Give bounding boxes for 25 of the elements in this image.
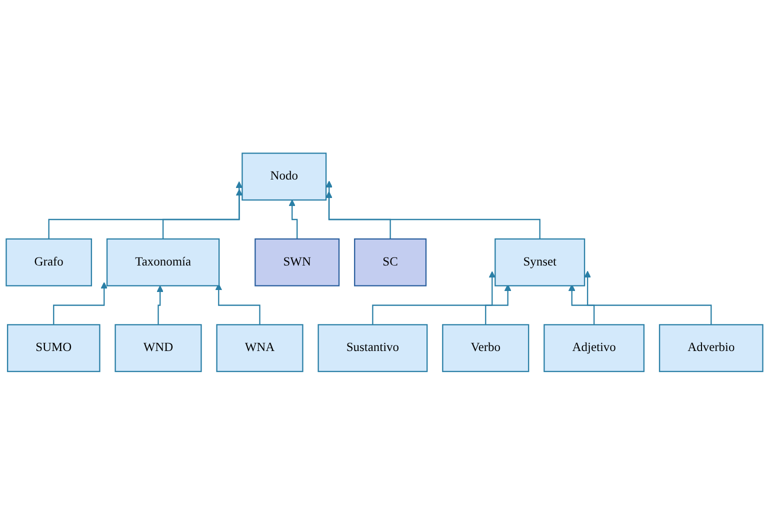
- arrow: [53, 282, 108, 326]
- node-box: SUMO: [6, 324, 100, 372]
- node-box: SC: [354, 238, 427, 286]
- arrow: [372, 271, 496, 326]
- arrow: [584, 271, 712, 326]
- arrow: [215, 284, 260, 326]
- node-box: WND: [114, 324, 202, 372]
- node-box: Verbo: [442, 324, 530, 372]
- node-box: Adjetivo: [544, 324, 645, 372]
- node-box: Taxonomía: [106, 238, 220, 286]
- node-box: SWN: [254, 238, 340, 286]
- arrow: [485, 284, 512, 326]
- arrow: [48, 182, 243, 240]
- node-box: Adverbio: [658, 324, 764, 372]
- arrow: [326, 180, 540, 240]
- arrow: [326, 191, 391, 240]
- node-box: Grafo: [6, 238, 92, 286]
- node-box: WNA: [216, 324, 304, 372]
- arrow: [162, 189, 243, 240]
- arrow: [288, 200, 298, 240]
- arrow: [568, 284, 595, 326]
- node-box: Sustantivo: [318, 324, 428, 372]
- arrow: [156, 286, 164, 326]
- node-box: Nodo: [242, 152, 327, 201]
- node-box: Synset: [494, 238, 586, 286]
